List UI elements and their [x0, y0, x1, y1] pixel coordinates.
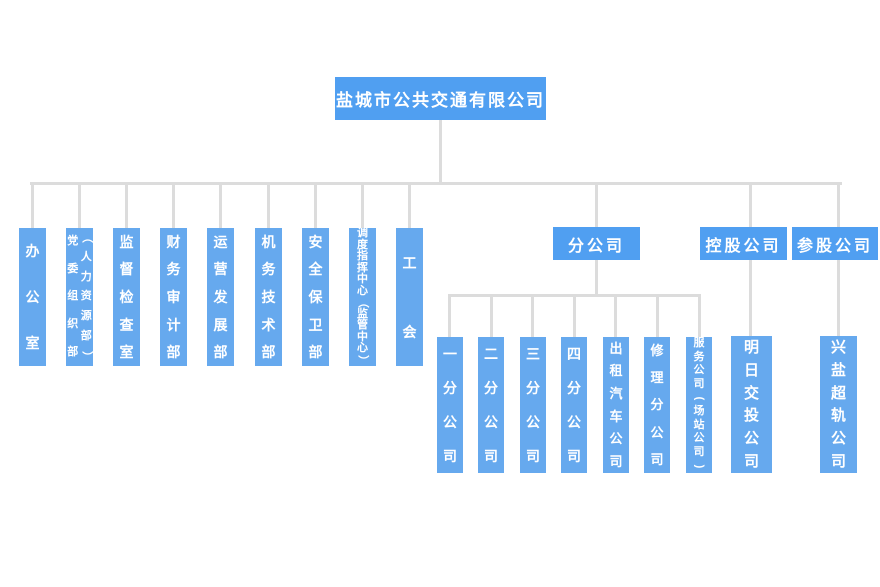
- org-node-repair-company: 修理分公司: [644, 337, 670, 473]
- connector-dept-stub: [172, 182, 175, 228]
- org-node-branch-1: 一分公司: [437, 337, 463, 473]
- org-node-label: 一分公司: [443, 346, 457, 464]
- org-node-label: 党委组织部: [67, 235, 79, 358]
- org-node-label: 兴盐超轨公司: [830, 338, 846, 471]
- org-node-finance-audit: 财务审计部: [160, 228, 187, 366]
- connector-dept-stub: [125, 182, 128, 228]
- connector-invested-stub: [837, 182, 840, 338]
- org-node-label: 监督检查室: [119, 233, 134, 361]
- org-node-security: 安全保卫部: [302, 228, 329, 366]
- org-node-xingyan-chaogui: 兴盐超轨公司: [820, 336, 857, 473]
- connector-subsidiary-stub: [698, 294, 701, 338]
- connector-dept-stub: [314, 182, 317, 228]
- org-node-label: 财务审计部: [166, 233, 181, 361]
- org-node-label: 办公室: [25, 243, 40, 351]
- org-node-label: 机务技术部: [261, 233, 276, 361]
- org-node-branch-3: 三分公司: [520, 337, 546, 473]
- org-node-operations: 运营发展部: [207, 228, 234, 366]
- connector-dept-stub: [267, 182, 270, 228]
- org-node-service-company: 服务公司(场站公司): [686, 337, 712, 473]
- org-node-sublabel: （人力资源部）: [80, 232, 93, 362]
- org-node-label: 工会: [402, 254, 417, 340]
- connector-subsidiary-stub: [573, 294, 576, 338]
- org-node-office: 办公室: [19, 228, 46, 366]
- connector-subsidiary-stub: [656, 294, 659, 338]
- connector-dept-stub: [408, 182, 411, 228]
- org-node-label: 运营发展部: [213, 233, 228, 361]
- org-node-equipment-tech: 机务技术部: [255, 228, 282, 366]
- connector-dept-stub: [78, 182, 81, 228]
- org-node-label: 四分公司: [567, 346, 581, 464]
- org-node-branch-companies: 分公司: [553, 227, 640, 260]
- org-node-supervision: 监督检查室: [113, 228, 140, 366]
- connector-main-horizontal: [30, 182, 842, 185]
- connector-root-stub: [439, 120, 442, 183]
- org-node-label: 服务公司(场站公司): [693, 337, 706, 468]
- connector-subsidiary-stub: [531, 294, 534, 338]
- org-node-branch-4: 四分公司: [561, 337, 587, 473]
- org-node-label: 三分公司: [526, 346, 540, 464]
- org-node-dispatch-center: 调度指挥中心（监管中心）: [349, 228, 376, 366]
- org-node-label: 安全保卫部: [308, 233, 323, 361]
- org-node-label: 二分公司: [484, 346, 498, 464]
- connector-subsidiary-stub: [614, 294, 617, 338]
- connector-subsidiary-stub: [448, 294, 451, 338]
- connector-dept-stub: [361, 182, 364, 228]
- org-node-branch-2: 二分公司: [478, 337, 504, 473]
- org-node-label: 明日交投公司: [743, 338, 759, 471]
- org-node-taxi-company: 出租汽车公司: [603, 337, 629, 473]
- org-node-label: 出租汽车公司: [609, 340, 623, 470]
- org-node-invested-companies: 参股公司: [792, 227, 878, 260]
- connector-holding-stub: [749, 182, 752, 338]
- org-node-mingri-jiaotou: 明日交投公司: [731, 336, 772, 473]
- org-node-root: 盐城市公共交通有限公司: [335, 77, 546, 120]
- connector-subsidiary-stub: [490, 294, 493, 338]
- org-node-party-committee: 党委组织部 （人力资源部）: [66, 228, 93, 366]
- org-node-label: 调度指挥中心（监管中心）: [357, 228, 369, 366]
- connector-dept-stub: [219, 182, 222, 228]
- org-node-label: 修理分公司: [650, 343, 664, 467]
- connector-dept-stub: [31, 182, 34, 228]
- org-node-holding-companies: 控股公司: [700, 227, 787, 260]
- org-node-labor-union: 工会: [396, 228, 423, 366]
